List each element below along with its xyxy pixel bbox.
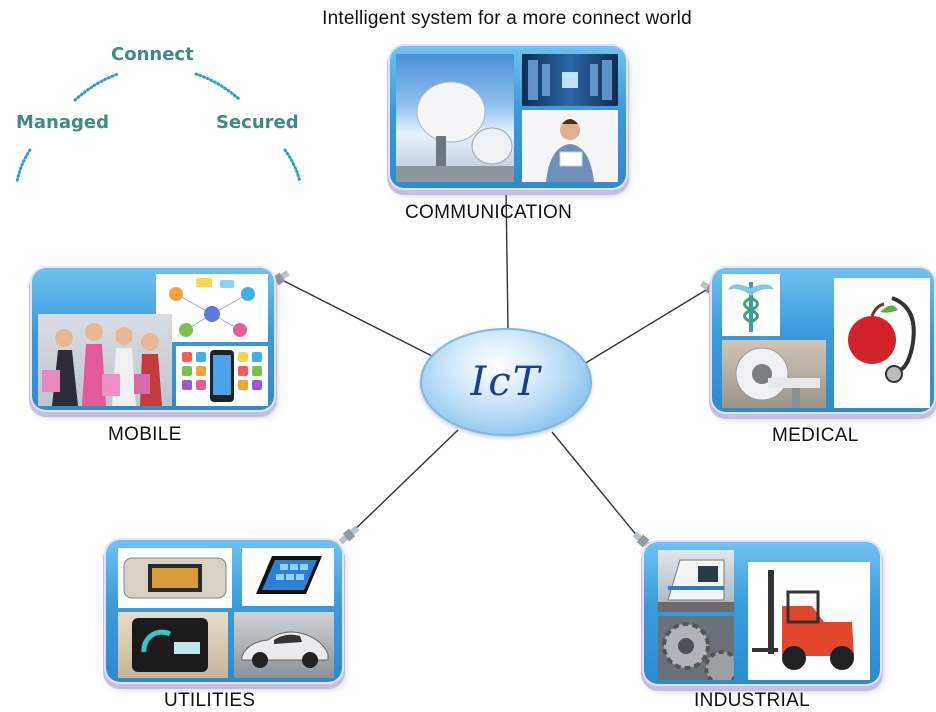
- node-card-communication: [390, 46, 626, 188]
- arc-label-connect: Connect: [111, 44, 194, 65]
- ct-scanner-photo: [722, 340, 826, 408]
- forklift-photo: [748, 562, 870, 680]
- node-card-mobile: [32, 268, 274, 410]
- arc-label-managed: Managed: [16, 112, 109, 133]
- ict-hub: IcT: [420, 328, 592, 436]
- car-photo: [234, 612, 334, 678]
- connector-medical: [583, 289, 707, 365]
- node-label-communication: COMMUNICATION: [405, 202, 573, 223]
- apple-stethoscope-photo: [834, 278, 930, 408]
- arc-label-secured: Secured: [216, 112, 299, 133]
- businessman-photo: [522, 110, 618, 182]
- node-label-mobile: MOBILE: [108, 424, 182, 445]
- gears-photo: [658, 616, 734, 680]
- caduceus-photo: [722, 274, 780, 336]
- server-room-photo: [522, 54, 618, 106]
- energy-monitor-photo: [118, 612, 228, 678]
- satellite-dish-photo: [396, 54, 514, 182]
- connector-utilities: [345, 429, 459, 539]
- connector-industrial: [551, 431, 643, 543]
- arc-dots: [15, 72, 302, 184]
- node-card-utilities: [106, 540, 342, 682]
- node-label-industrial: INDUSTRIAL: [694, 690, 810, 711]
- hub-label: IcT: [470, 359, 542, 405]
- node-card-medical: [712, 268, 934, 412]
- digital-frame-photo: [118, 548, 232, 608]
- social-network-photo: [156, 274, 268, 342]
- smartphone-apps-photo: [176, 346, 268, 406]
- tablet-photo: [242, 548, 334, 606]
- shopping-women-photo: [38, 314, 172, 406]
- page-title: Intelligent system for a more connect wo…: [322, 8, 692, 29]
- connector-communication: [505, 189, 509, 329]
- connector-mobile: [281, 279, 433, 357]
- node-label-medical: MEDICAL: [772, 425, 859, 446]
- node-label-utilities: UTILITIES: [164, 690, 256, 711]
- node-card-industrial: [644, 542, 880, 684]
- satellite-icon: [338, 525, 360, 545]
- train-photo: [658, 550, 734, 612]
